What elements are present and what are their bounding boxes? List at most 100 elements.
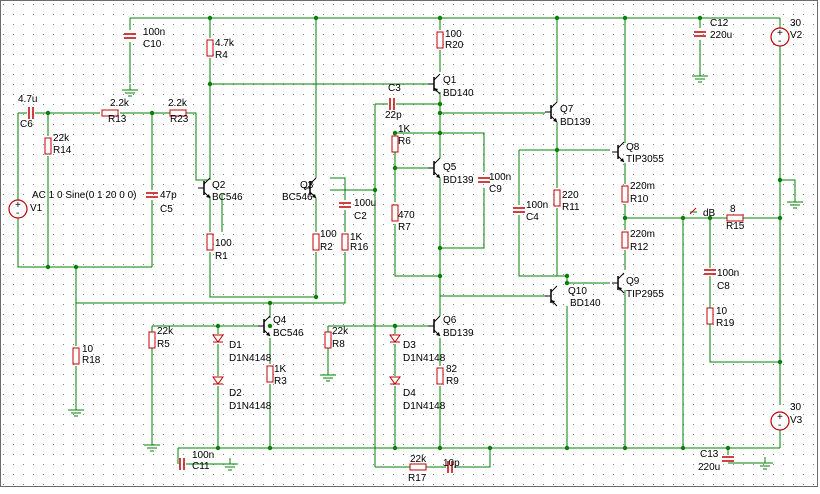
r4-ref: R4 (215, 50, 228, 61)
r12-resistor[interactable] (621, 231, 629, 249)
wire (394, 224, 440, 277)
r5-resistor[interactable] (148, 331, 156, 349)
c11-value: 100n (192, 450, 214, 461)
r23-value: 2.2k (168, 98, 188, 109)
junction-dot (392, 130, 398, 136)
r12-value: 220m (630, 229, 655, 240)
c11-capacitor[interactable] (179, 458, 185, 470)
v2-voltage-source[interactable]: +- (770, 27, 790, 47)
wire (709, 324, 780, 363)
wire (186, 112, 208, 181)
c9-capacitor[interactable] (478, 177, 490, 183)
d4-diode[interactable] (389, 376, 401, 385)
r2-resistor[interactable] (312, 233, 320, 251)
r23-resistor[interactable] (169, 109, 187, 117)
r19-resistor[interactable] (706, 307, 714, 325)
r18-resistor[interactable] (72, 347, 80, 365)
c12-ref: C12 (710, 18, 729, 29)
c4-capacitor[interactable] (513, 207, 525, 213)
r20-resistor[interactable] (436, 31, 444, 49)
r11-resistor[interactable] (553, 189, 561, 207)
r3-resistor[interactable] (266, 365, 274, 383)
v3-voltage-source[interactable]: +- (770, 411, 790, 431)
d1-ref: D1 (229, 340, 242, 351)
junction-dot (564, 280, 570, 286)
r8-resistor[interactable] (324, 331, 332, 349)
junction-dot (554, 15, 560, 21)
junction-dot (215, 445, 221, 451)
junction-dot (267, 445, 273, 451)
q8-value: TIP3055 (626, 154, 664, 165)
d4-value: D1N4148 (403, 401, 446, 412)
c13-capacitor[interactable] (722, 456, 734, 462)
q2-transistor[interactable] (198, 177, 211, 199)
q10-transistor[interactable] (545, 285, 558, 307)
r1-resistor[interactable] (206, 233, 214, 251)
c10-capacitor[interactable] (124, 33, 136, 39)
v2-value: 30 (790, 18, 802, 29)
q3-ref: Q3 (300, 180, 314, 191)
r9-resistor[interactable] (436, 367, 444, 385)
q8-transistor[interactable] (612, 141, 625, 163)
junction-dot (45, 110, 51, 116)
ground-c10 (122, 84, 138, 97)
wire (270, 252, 346, 304)
q7-transistor[interactable] (545, 101, 558, 123)
c3-ref: C3 (388, 83, 401, 94)
v1-voltage-source[interactable]: +- (8, 199, 28, 219)
r8-value: 22k (332, 326, 349, 337)
c7-capacitor[interactable] (447, 461, 453, 473)
d3-diode[interactable] (389, 334, 401, 343)
r15-resistor[interactable] (726, 214, 744, 222)
c3-value: 22p (385, 110, 402, 121)
junction-dot (437, 15, 443, 21)
r16-resistor[interactable] (341, 233, 349, 251)
r6-value: 1K (398, 124, 411, 135)
junction-dot (777, 359, 783, 365)
r19-ref: R19 (716, 318, 735, 329)
c5-capacitor[interactable] (146, 192, 158, 198)
r1-value: 100 (215, 238, 232, 249)
r4-value: 4.7k (215, 38, 235, 49)
r7-resistor[interactable] (391, 204, 399, 222)
r18-ref: R18 (82, 355, 101, 366)
db-probe[interactable] (689, 207, 697, 215)
c8-ref: C8 (717, 281, 730, 292)
q4-transistor[interactable] (258, 315, 271, 337)
svg-text:+: + (15, 200, 21, 211)
c12-value: 220u (710, 30, 732, 41)
c6-capacitor[interactable] (28, 107, 34, 119)
c8-capacitor[interactable] (704, 269, 716, 275)
junction-dot (725, 445, 731, 451)
c5-ref: C5 (160, 204, 173, 215)
c9-ref: C9 (489, 184, 502, 195)
d2-diode[interactable] (212, 376, 224, 385)
q1-transistor[interactable] (428, 73, 441, 95)
q3-transistor[interactable] (304, 177, 317, 199)
r14-resistor[interactable] (44, 137, 52, 155)
q6-transistor[interactable] (428, 315, 441, 337)
q9-transistor[interactable] (612, 272, 625, 294)
r15-value: 8 (730, 204, 736, 215)
c12-capacitor[interactable] (694, 31, 706, 37)
r18-value: 10 (82, 344, 94, 355)
q10-value: BD140 (570, 298, 601, 309)
wires (17, 15, 796, 468)
r1-ref: R1 (215, 251, 228, 262)
r6-resistor[interactable] (391, 135, 399, 153)
r4-resistor[interactable] (206, 39, 214, 57)
junction-dot (437, 101, 443, 107)
r9-value: 82 (446, 364, 458, 375)
r10-resistor[interactable] (621, 185, 629, 203)
q5-transistor[interactable] (428, 157, 441, 179)
wire (17, 218, 152, 268)
c2-capacitor[interactable] (339, 202, 351, 208)
d1-diode[interactable] (212, 334, 224, 343)
r5-ref: R5 (157, 339, 170, 350)
r17-resistor[interactable] (409, 463, 427, 471)
r13-resistor[interactable] (101, 109, 119, 117)
q3-value: BC546 (282, 192, 313, 203)
c3-capacitor[interactable] (389, 98, 395, 110)
